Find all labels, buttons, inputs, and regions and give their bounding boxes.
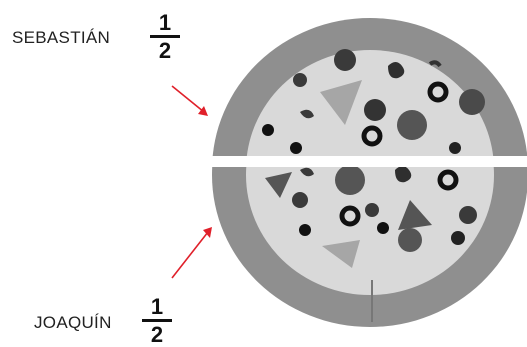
fraction-numerator: 1 bbox=[142, 296, 172, 318]
arrow-joaquin bbox=[172, 227, 212, 278]
person-name-sebastian: SEBASTIÁN bbox=[12, 28, 110, 48]
fraction-denominator: 2 bbox=[142, 324, 172, 346]
fraction-sebastian: 1 2 bbox=[150, 12, 180, 62]
person-name-joaquin: JOAQUÍN bbox=[34, 313, 112, 333]
fraction-numerator: 1 bbox=[150, 12, 180, 34]
fraction-denominator: 2 bbox=[150, 40, 180, 62]
arrow-sebastian bbox=[172, 86, 208, 116]
fraction-joaquin: 1 2 bbox=[142, 296, 172, 346]
